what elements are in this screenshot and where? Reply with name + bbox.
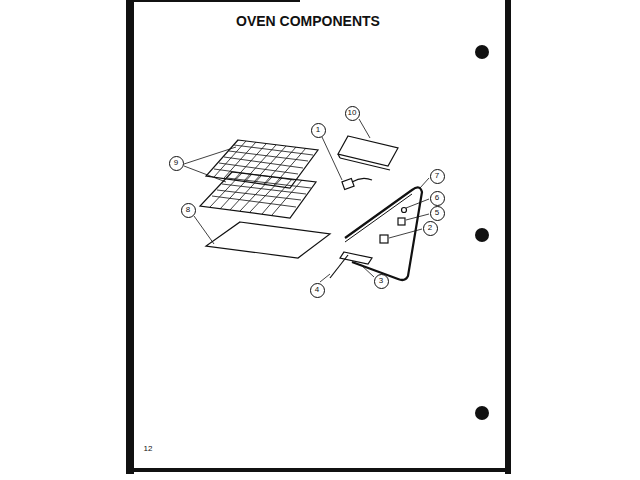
callout-number: 6 — [430, 191, 445, 206]
page-number: 12 — [144, 444, 153, 453]
callout-number: 5 — [430, 206, 445, 221]
igniter — [342, 179, 354, 190]
leader-line — [322, 137, 342, 180]
page-edge — [505, 0, 511, 474]
rack-wires — [210, 173, 311, 215]
page-edge — [126, 0, 300, 2]
fitting — [402, 208, 407, 213]
callout-number: 7 — [430, 169, 445, 184]
leader-line — [184, 166, 226, 182]
leader-line — [406, 214, 429, 220]
oven-burner — [345, 187, 422, 280]
page-edge — [126, 468, 511, 472]
callout-number: 4 — [310, 283, 325, 298]
leader-lines — [184, 119, 429, 282]
shield-plate — [338, 154, 340, 158]
leader-line — [360, 264, 374, 277]
oven-bottom — [206, 222, 330, 258]
leader-line — [194, 216, 214, 244]
leader-line — [184, 147, 236, 164]
callout-number: 9 — [169, 156, 184, 171]
burner-support — [330, 255, 348, 278]
leader-line — [359, 119, 370, 138]
callout-number: 8 — [181, 203, 196, 218]
callout-number: 3 — [374, 274, 389, 289]
bracket — [398, 218, 405, 225]
callout-number: 2 — [423, 221, 438, 236]
punch-hole — [475, 406, 489, 420]
leader-line — [389, 229, 422, 238]
page-edge — [126, 0, 134, 474]
igniter-wire — [352, 178, 372, 182]
leader-line — [406, 199, 429, 208]
page-title: OVEN COMPONENTS — [236, 13, 380, 29]
callout-number: 10 — [345, 106, 360, 121]
punch-hole — [475, 228, 489, 242]
orifice-hood — [340, 252, 372, 264]
punch-hole — [475, 45, 489, 59]
oven-parts — [200, 136, 422, 280]
shield-plate — [338, 136, 398, 166]
leader-line — [420, 178, 429, 188]
callout-number: 1 — [311, 123, 326, 138]
leader-line — [320, 274, 330, 282]
shield-plate — [340, 158, 390, 170]
bracket — [380, 235, 388, 243]
